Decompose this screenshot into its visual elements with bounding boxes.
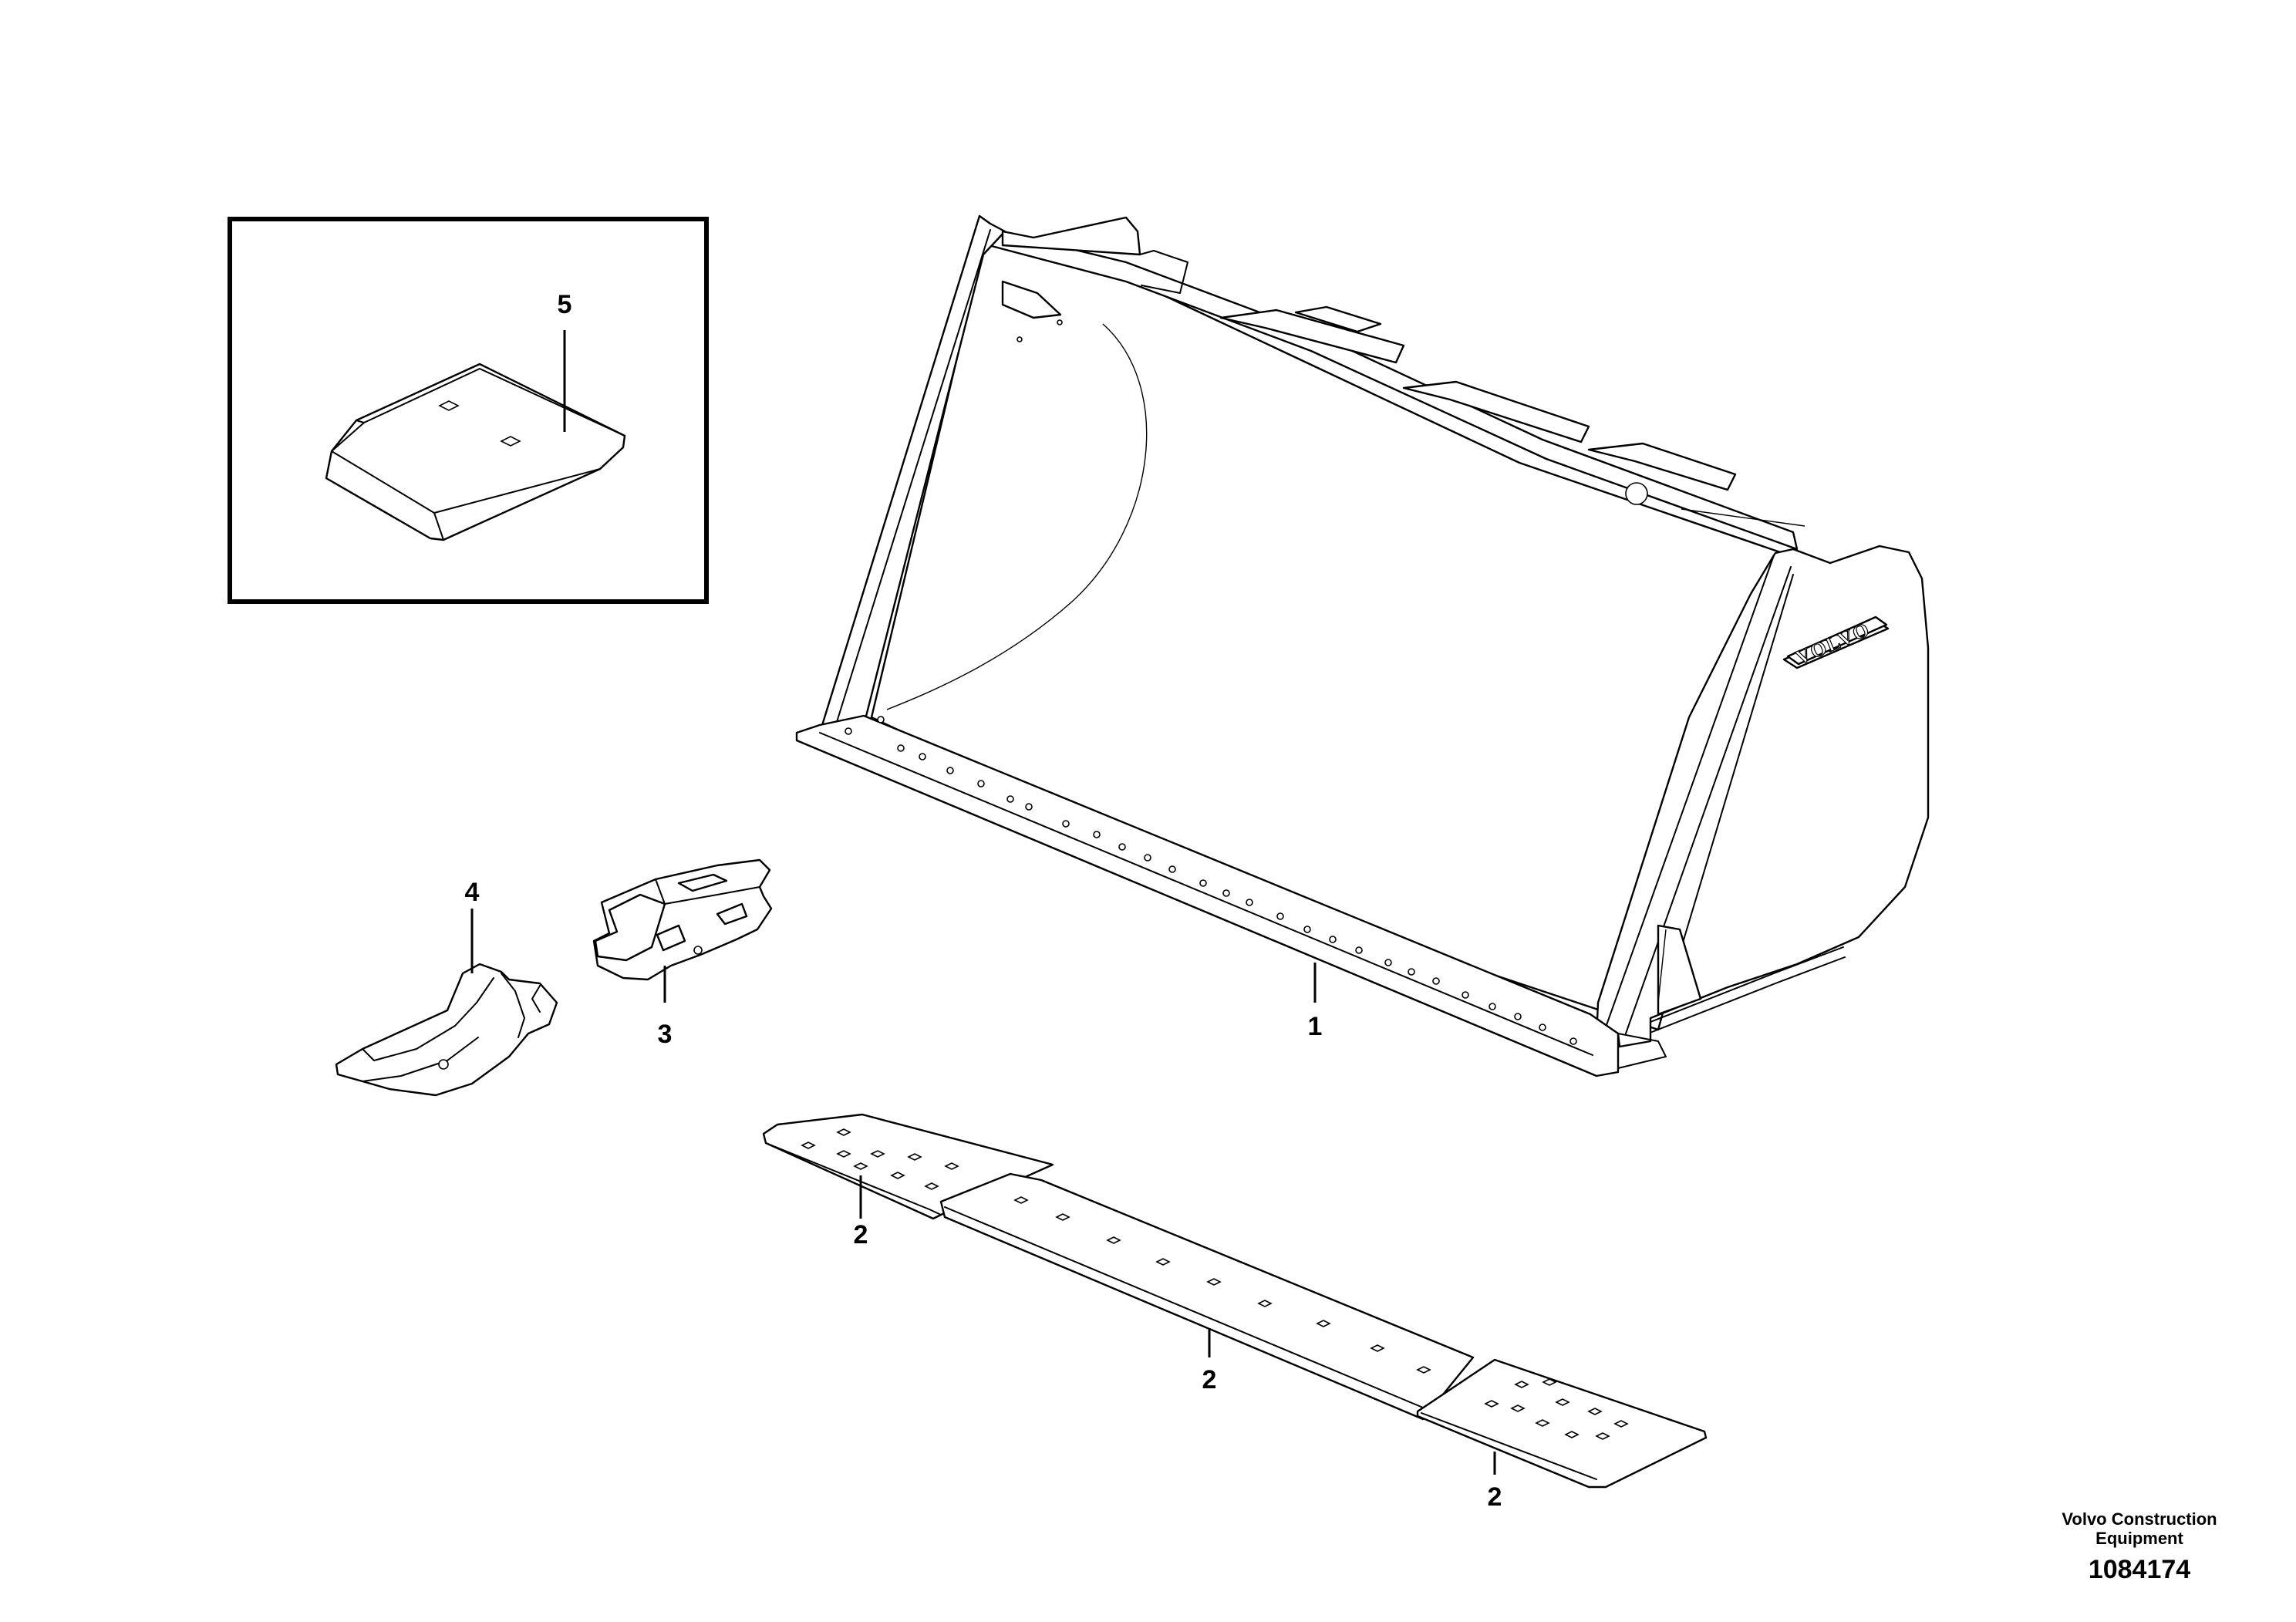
drawing-number: 1084174 (2088, 1555, 2191, 1584)
callout-wear-plate: 5 (558, 290, 572, 319)
callout-cutting-edge-left: 2 (854, 1220, 868, 1249)
callout-cutting-edge-right: 2 (1488, 1482, 1502, 1512)
callout-bucket: 1 (1308, 1012, 1323, 1041)
tooth-adapter: 3 (592, 858, 773, 1049)
wear-plate (325, 363, 626, 541)
bucket-lip-holes (845, 716, 1577, 1045)
callout-tooth: 4 (465, 878, 480, 907)
cutting-edge-middle: 2 (939, 1172, 1475, 1421)
footer-brand: Volvo Construction Equipment (2062, 1509, 2217, 1548)
drawing-footer: Volvo Construction Equipment 1084174 (2051, 1509, 2228, 1585)
bucket-top-beam (987, 230, 1799, 551)
callout-tooth-adapter: 3 (658, 1020, 673, 1049)
detail-box: 5 (228, 217, 709, 604)
bucket: VOLVO 1 (795, 214, 1930, 1077)
cutting-edge-left-holes (801, 1128, 959, 1190)
cutting-edge-right: 2 (1416, 1358, 1708, 1512)
cutting-edge-right-holes (1484, 1378, 1629, 1440)
cutting-edge-middle-holes (1013, 1196, 1431, 1374)
tooth: 4 (335, 878, 558, 1097)
callout-cutting-edge-middle: 2 (1202, 1365, 1217, 1394)
